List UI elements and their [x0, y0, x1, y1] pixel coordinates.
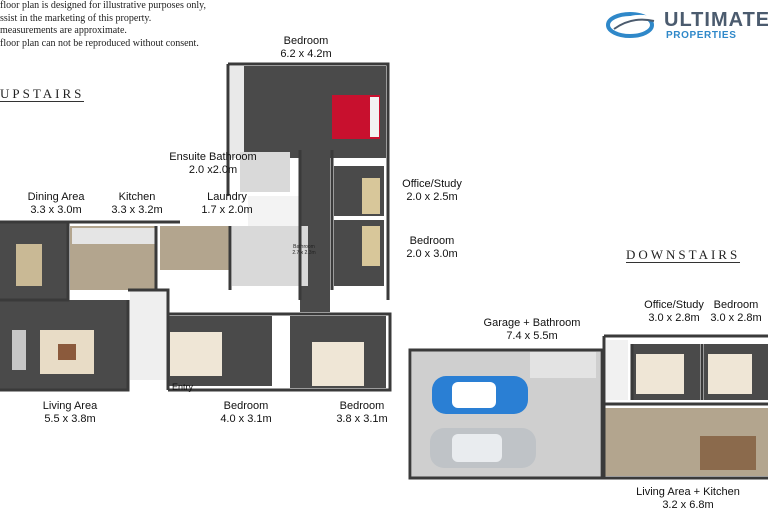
blue-car-roof [452, 382, 496, 408]
room-name: Bedroom [223, 400, 269, 412]
room-name: Bedroom [713, 299, 759, 311]
entry-label: Entry [172, 382, 194, 392]
label-dining: Dining Area 3.3 x 3.0m [16, 191, 96, 217]
room-dims: 2.0 x 2.5m [406, 191, 458, 203]
label-bedroom-a: Bedroom 4.0 x 3.1m [206, 400, 286, 426]
room-dims: 7.4 x 5.5m [506, 330, 558, 342]
label-bedroom-b: Bedroom 3.8 x 3.1m [322, 400, 402, 426]
laundry-floor [160, 226, 230, 270]
coffee-table [58, 344, 76, 360]
disclaimer-line: floor plan is designed for illustrative … [0, 0, 206, 11]
office-down-bed [636, 354, 684, 394]
label-garage: Garage + Bathroom 7.4 x 5.5m [472, 317, 592, 343]
room-name: Bedroom [283, 35, 329, 47]
room-dims: 6.2 x 4.2m [280, 48, 332, 60]
bedroom-b-bed [312, 342, 364, 386]
room-dims: 3.3 x 3.2m [111, 204, 163, 216]
room-name: Dining Area [27, 191, 85, 203]
bedroom-right-desk [362, 226, 380, 266]
downstairs-heading: DOWNSTAIRS [626, 247, 741, 263]
room-name: Laundry [207, 191, 247, 203]
sofa [12, 330, 26, 370]
office-desk [362, 178, 380, 214]
ensuite-floor [240, 152, 290, 192]
bathroom-inplan-name: Bathroom [293, 244, 315, 250]
swoosh-logo-icon [606, 12, 657, 38]
room-dims: 3.2 x 6.8m [662, 499, 714, 511]
label-living-kitchen: Living Area + Kitchen 3.2 x 6.8m [626, 486, 750, 512]
kitchen-bench [72, 228, 156, 244]
disclaimer-line: floor plan can not be reproduced without… [0, 37, 199, 49]
living-rug-down [700, 436, 756, 470]
label-office-up: Office/Study 2.0 x 2.5m [392, 178, 472, 204]
label-master-bedroom: Bedroom 6.2 x 4.2m [256, 35, 356, 61]
room-dims: 1.7 x 2.0m [201, 204, 253, 216]
disclaimer-line: ssist in the marketing of this property. [0, 12, 152, 24]
room-name: Bedroom [339, 400, 385, 412]
room-dims: 3.0 x 2.8m [710, 312, 762, 324]
bathroom-inplan-dims: 2.7 x 2.3m [292, 250, 316, 256]
stairs-down [606, 340, 628, 400]
dining-table [16, 244, 42, 286]
wardrobe-strip [230, 66, 244, 158]
room-dims: 4.0 x 3.1m [220, 413, 272, 425]
room-dims: 3.3 x 3.0m [30, 204, 82, 216]
upstairs-heading: UPSTAIRS [0, 86, 85, 102]
room-name: Office/Study [402, 178, 462, 190]
landing-stairs [130, 290, 168, 380]
room-name: Bedroom [409, 235, 455, 247]
label-kitchen: Kitchen 3.3 x 3.2m [100, 191, 174, 217]
room-name: Kitchen [118, 191, 156, 203]
label-laundry: Laundry 1.7 x 2.0m [190, 191, 264, 217]
room-name: Living Area [42, 400, 98, 412]
room-dims: 2.0 x 3.0m [406, 248, 458, 260]
room-dims: 5.5 x 3.8m [44, 413, 96, 425]
label-office-down: Office/Study 3.0 x 2.8m [634, 299, 714, 325]
bathroom-inplan-label: Bathroom 2.7 x 2.3m [284, 244, 324, 256]
stairs-up [248, 196, 300, 226]
label-bedroom-right: Bedroom 2.0 x 3.0m [394, 235, 470, 261]
room-name: Garage + Bathroom [483, 317, 581, 329]
label-living: Living Area 5.5 x 3.8m [28, 400, 112, 426]
disclaimer-line: measurements are approximate. [0, 25, 127, 36]
room-name: Living Area + Kitchen [636, 486, 740, 498]
room-dims: 3.0 x 2.8m [648, 312, 700, 324]
brand-sub: PROPERTIES [666, 30, 737, 41]
master-bed-pillows [370, 97, 379, 137]
room-dims: 3.8 x 3.1m [336, 413, 388, 425]
room-name: Office/Study [644, 299, 704, 311]
room-name: Ensuite Bathroom [169, 151, 257, 163]
disclaimer: floor plan is designed for illustrative … [0, 0, 230, 50]
bathroom-floor [232, 226, 308, 286]
label-ensuite: Ensuite Bathroom 2.0 x2.0m [158, 151, 268, 177]
bedroom-a-bed [170, 332, 222, 376]
label-bedroom-down: Bedroom 3.0 x 2.8m [704, 299, 768, 325]
room-dims: 2.0 x2.0m [188, 164, 238, 176]
bedroom-down-bed [708, 354, 752, 394]
brand-name: ULTIMATE [664, 9, 768, 31]
silver-car-roof [452, 434, 502, 462]
garage-bathroom [530, 352, 596, 378]
brand-logo: ULTIMATE PROPERTIES [606, 8, 768, 42]
